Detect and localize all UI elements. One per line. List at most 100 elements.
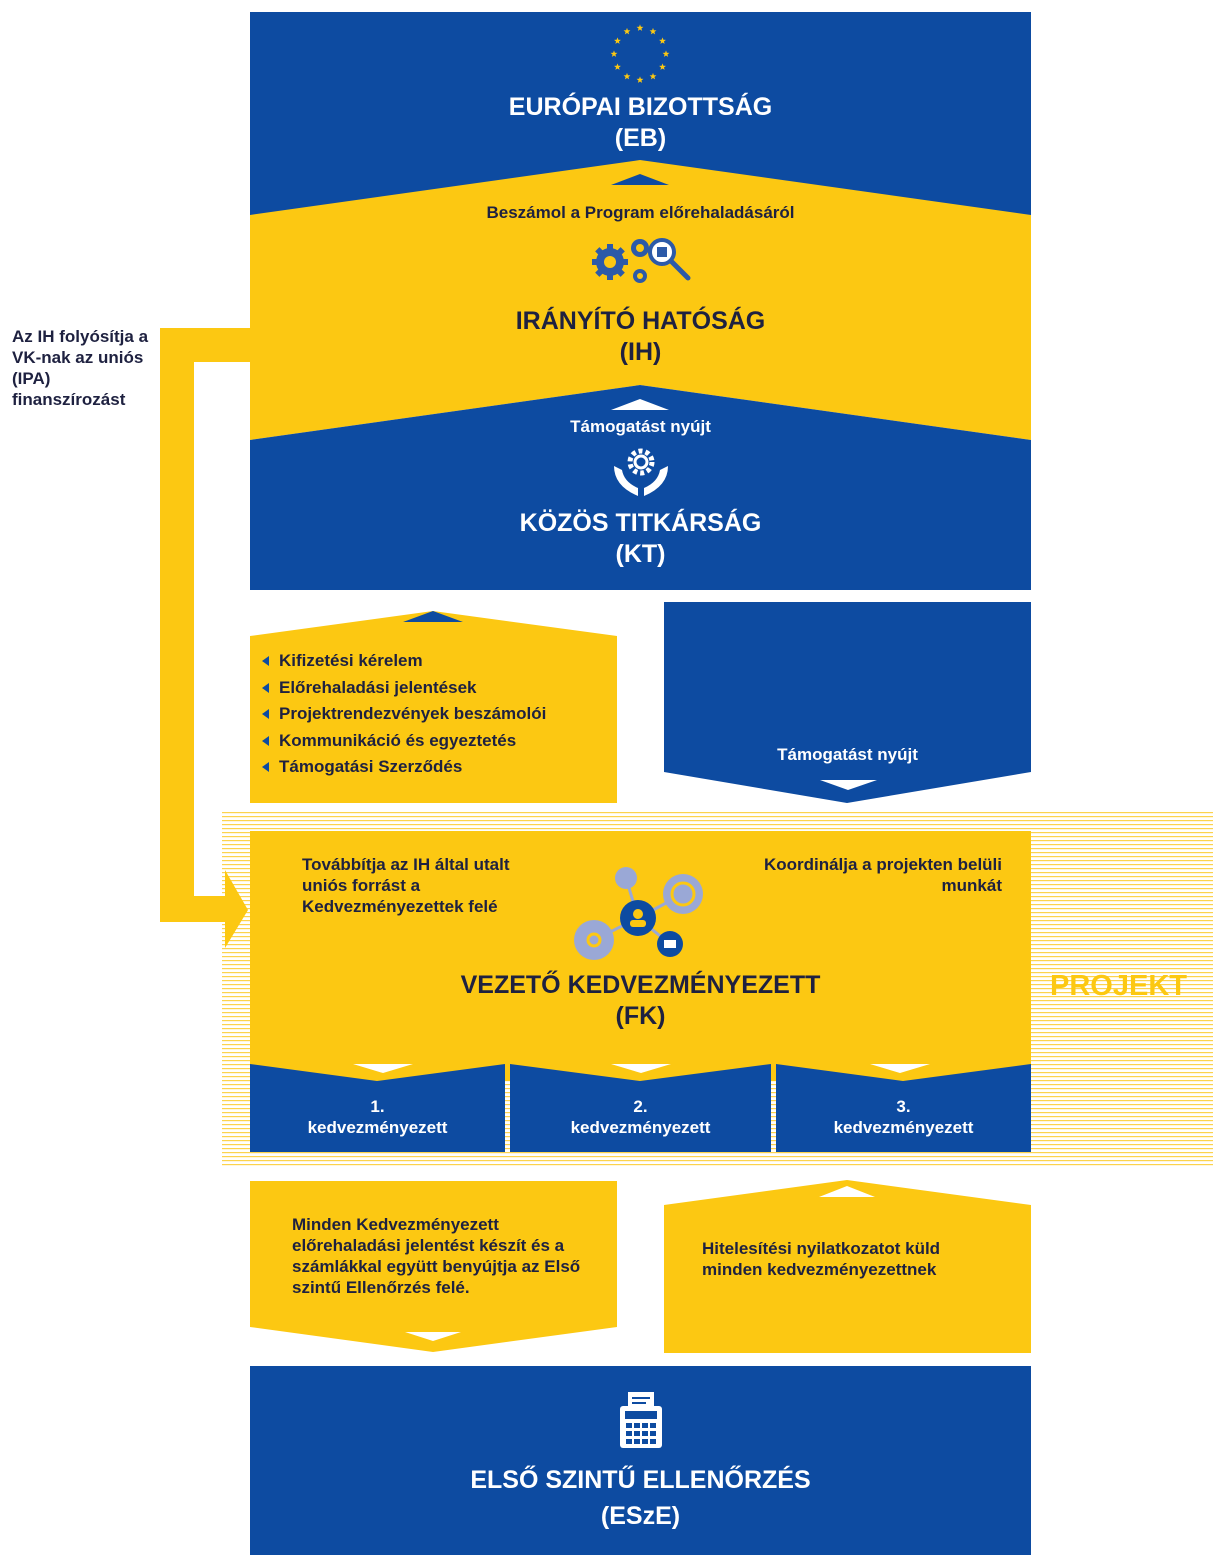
kt-title-block: KÖZÖS TITKÁRSÁG (KT) — [250, 508, 1031, 570]
list-item: Kifizetési kérelem — [262, 648, 546, 675]
star — [623, 72, 631, 80]
star — [649, 72, 657, 80]
beneficiary-label: kedvezményezett — [570, 1118, 711, 1137]
lead-right-text: Koordinálja a projekten belüli munkát — [763, 855, 1002, 895]
calc-key — [642, 1439, 648, 1444]
star — [662, 50, 670, 57]
calc-key — [650, 1431, 656, 1436]
lead-abbr: (FK) — [615, 1002, 666, 1030]
star — [623, 27, 631, 35]
arrow-report-down — [405, 1332, 461, 1341]
list-item: Előrehaladási jelentések — [262, 675, 546, 702]
gears-magnifier-icon — [592, 238, 691, 283]
hands-gear-icon — [614, 448, 668, 496]
gear-tooth — [592, 259, 598, 265]
calculator-icon — [620, 1392, 662, 1448]
gear-tooth — [595, 247, 604, 256]
beneficiary-2: 2. kedvezményezett — [510, 1096, 771, 1138]
ih-title: IRÁNYÍTÓ HATÓSÁG — [515, 307, 766, 335]
calc-key — [626, 1439, 632, 1444]
arrow-ben-3 — [870, 1064, 930, 1073]
bullet-arrow-icon — [262, 682, 269, 693]
funding-connector — [160, 328, 250, 948]
ih-abbr: (IH) — [619, 338, 662, 366]
esze-title-block: ELSŐ SZINTŰ ELLENŐRZÉS (ESzE) — [250, 1462, 1031, 1534]
star — [614, 63, 621, 70]
gear-tooth — [607, 274, 613, 280]
calc-key — [634, 1431, 640, 1436]
star — [659, 37, 666, 44]
lead-left-text: Továbbítja az IH által utalt uniós forrá… — [302, 855, 510, 916]
bullet-arrow-icon — [262, 709, 269, 720]
beneficiary-3: 3. kedvezményezett — [776, 1096, 1031, 1138]
arrow-support-down — [820, 780, 877, 790]
arrow-ben-2 — [611, 1064, 671, 1073]
list-item: Kommunikáció és egyeztetés — [262, 728, 546, 755]
kt-title: KÖZÖS TITKÁRSÁG — [519, 509, 762, 537]
arrow-to-ih — [611, 399, 669, 410]
calc-key — [626, 1431, 632, 1436]
ih-block — [250, 160, 1031, 440]
star — [636, 24, 644, 31]
beneficiary-3-box — [776, 1064, 1031, 1152]
lead-title-block: VEZETŐ KEDVEZMÉNYEZETT (FK) — [250, 970, 1031, 1032]
list-box — [250, 611, 617, 803]
star — [659, 63, 666, 70]
beneficiary-2-box — [510, 1064, 771, 1152]
eu-stars-icon — [610, 24, 670, 83]
calc-key — [642, 1423, 648, 1428]
star — [636, 76, 644, 83]
kt-block — [250, 385, 1031, 590]
calc-key — [626, 1423, 632, 1428]
communication-list: Kifizetési kérelem Előrehaladási jelenté… — [262, 648, 546, 781]
arrow-certification-up — [819, 1186, 875, 1197]
ih-report-label: Beszámol a Program előrehaladásáról — [486, 203, 795, 222]
bullet-arrow-icon — [262, 735, 269, 746]
star — [614, 37, 621, 44]
calc-key — [634, 1439, 640, 1444]
lead-block — [250, 831, 1031, 1081]
star — [649, 27, 657, 35]
gear-tooth — [622, 259, 628, 265]
esze-abbr: (ESzE) — [600, 1502, 681, 1530]
gear-tooth — [616, 247, 625, 256]
support-down-label: Támogatást nyújt — [777, 745, 918, 764]
calc-key — [642, 1431, 648, 1436]
eb-title: EURÓPAI BIZOTTSÁG — [508, 93, 773, 121]
lead-title: VEZETŐ KEDVEZMÉNYEZETT — [460, 971, 821, 999]
calc-key — [650, 1439, 656, 1444]
certification-text: Hitelesítési nyilatkozatot küld minden k… — [702, 1239, 941, 1279]
bullet-arrow-icon — [262, 656, 269, 667]
star — [610, 50, 618, 57]
beneficiary-1-box — [250, 1064, 505, 1152]
beneficiary-num: 3. — [896, 1097, 911, 1116]
bullet-arrow-icon — [262, 762, 269, 773]
eb-abbr: (EB) — [614, 124, 667, 152]
beneficiary-label: kedvezményezett — [833, 1118, 974, 1137]
support-down-box — [664, 602, 1031, 803]
certification-box — [664, 1180, 1031, 1353]
ih-title-block: IRÁNYÍTÓ HATÓSÁG (IH) — [250, 306, 1031, 368]
network-icon — [574, 867, 703, 960]
list-item: Projektrendezvények beszámolói — [262, 701, 546, 728]
report-text: Minden Kedvezményezett előrehaladási jel… — [292, 1215, 581, 1297]
beneficiary-num: 2. — [633, 1097, 648, 1116]
kt-abbr: (KT) — [615, 540, 666, 568]
calc-key — [650, 1423, 656, 1428]
arrow-list-up — [403, 611, 463, 622]
calc-key — [634, 1423, 640, 1428]
beneficiary-1: 1. kedvezményezett — [250, 1096, 505, 1138]
arrow-ben-1 — [353, 1064, 413, 1073]
eb-title-block: EURÓPAI BIZOTTSÁG (EB) — [250, 92, 1031, 154]
arrow-to-eb — [611, 174, 669, 185]
gear-tooth — [607, 244, 613, 250]
beneficiary-label: kedvezményezett — [307, 1118, 448, 1137]
list-item: Támogatási Szerződés — [262, 754, 546, 781]
report-box — [250, 1181, 617, 1352]
beneficiary-num: 1. — [370, 1097, 385, 1116]
kt-support-label: Támogatást nyújt — [570, 417, 711, 436]
project-label: PROJEKT — [1050, 970, 1187, 1002]
esze-title: ELSŐ SZINTŰ ELLENŐRZÉS — [470, 1466, 811, 1494]
side-note: Az IH folyósítja a VK-nak az uniós (IPA)… — [12, 327, 149, 409]
